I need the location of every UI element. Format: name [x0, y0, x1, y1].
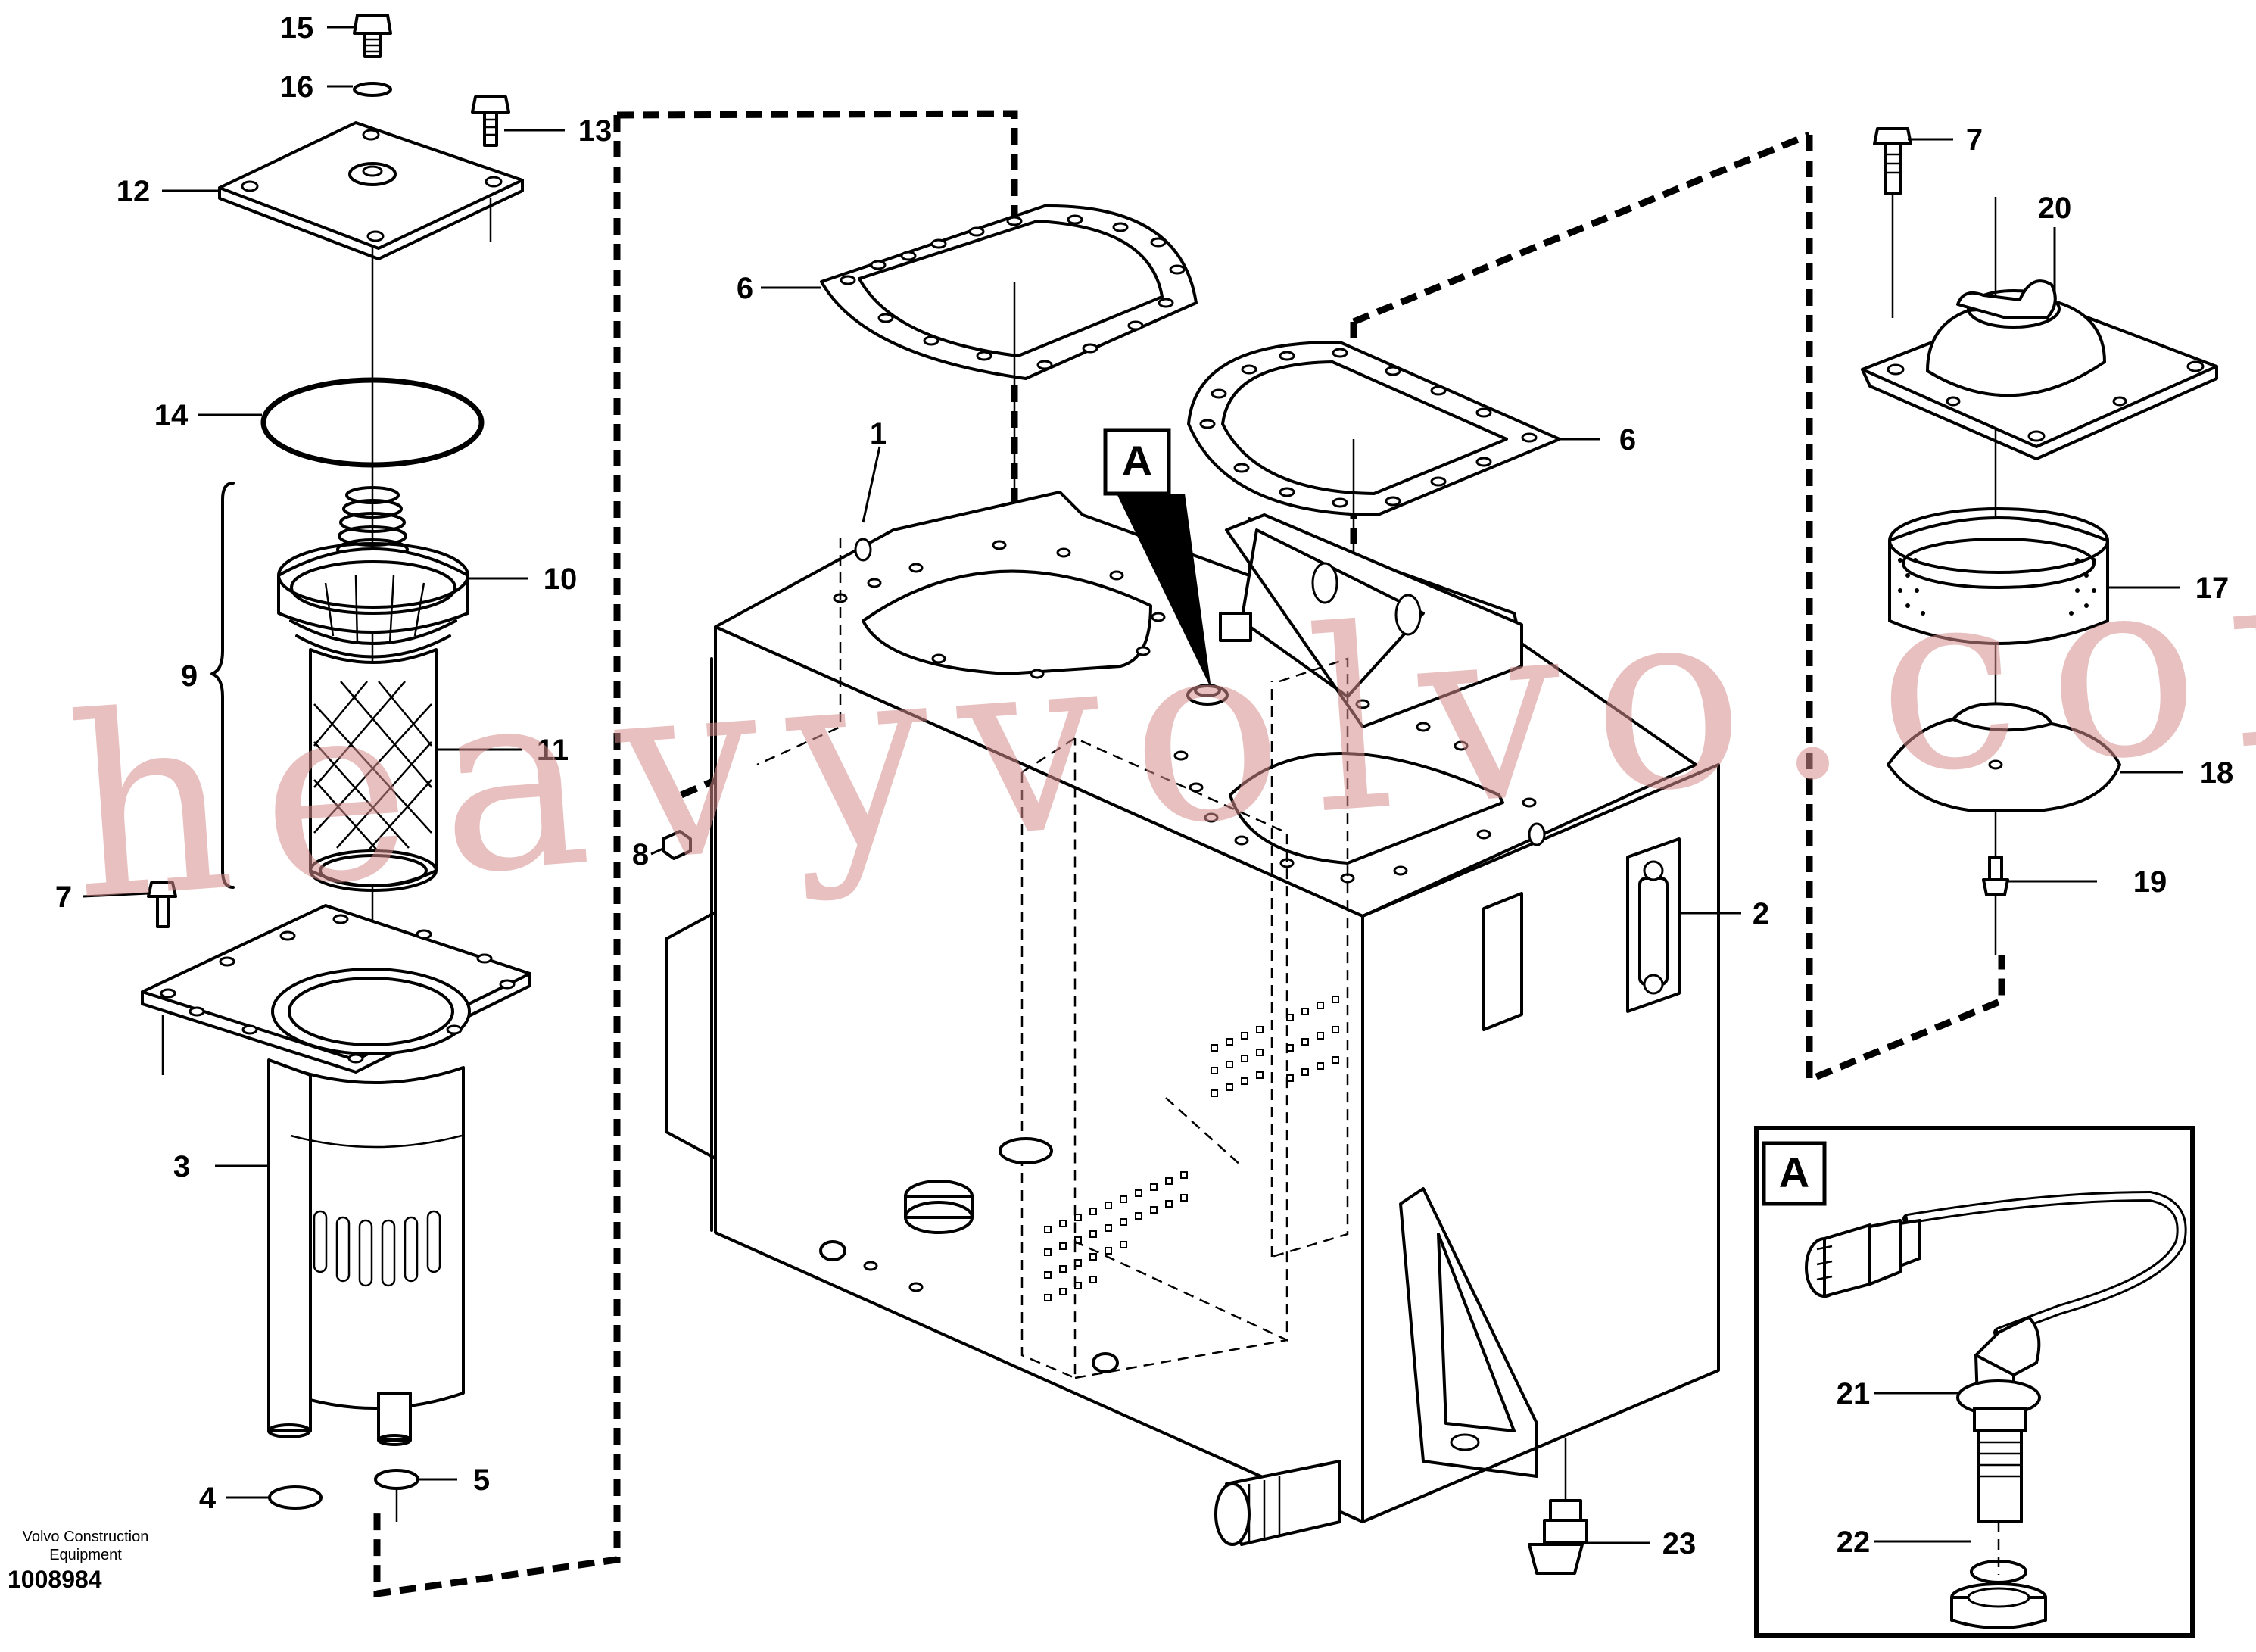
label-19: 19: [2133, 865, 2167, 899]
label-12: 12: [117, 175, 151, 208]
cover-plate-12: [218, 121, 524, 260]
nut-8: [662, 830, 692, 860]
spring-holder-10: [277, 486, 469, 659]
connector: [1805, 1219, 1921, 1298]
label-9: 9: [181, 659, 198, 693]
company-name: Volvo Construction Equipment: [6, 1528, 165, 1564]
washer-16: [353, 82, 392, 97]
gasket-6-top: [820, 204, 1198, 380]
label-13: 13: [578, 114, 612, 148]
bracket-9: [210, 482, 235, 889]
company-line-1: Volvo Construction: [22, 1529, 149, 1545]
outlet-pipe: [1214, 1460, 1341, 1546]
bolt-15: [353, 14, 392, 58]
gasket-6-right: [1187, 340, 1561, 516]
adapter-fitting: [1950, 1582, 2047, 1629]
o-ring-5: [374, 1469, 419, 1490]
detail-box-label: A: [1779, 1149, 1809, 1196]
label-20: 20: [2038, 192, 2072, 225]
label-15: 15: [280, 11, 314, 45]
label-17: 17: [2195, 572, 2230, 605]
label-10: 10: [544, 563, 578, 596]
detail-box-a: A: [1754, 1126, 2195, 1638]
bolt-13: [471, 95, 510, 242]
filter-assembly: [141, 14, 531, 1522]
breather-assembly: [1861, 127, 2218, 955]
callout-a-label: A: [1122, 437, 1152, 485]
label-14: 14: [154, 399, 189, 432]
label-23: 23: [1662, 1527, 1697, 1560]
o-ring-14: [260, 377, 485, 468]
sensor-21: [1956, 1316, 2041, 1575]
baffle-perforations: [1044, 996, 1339, 1301]
label-11: 11: [537, 734, 569, 767]
label-7-right: 7: [1966, 123, 1983, 157]
label-4: 4: [199, 1482, 217, 1515]
label-16: 16: [280, 70, 314, 104]
callout-a: A: [1103, 428, 1211, 689]
flange-plate: [141, 904, 531, 1074]
o-ring-4: [268, 1485, 323, 1510]
company-line-2: Equipment: [49, 1547, 122, 1563]
label-7-left: 7: [55, 881, 72, 914]
label-3: 3: [173, 1150, 190, 1183]
cone-18: [1887, 702, 2121, 812]
label-18: 18: [2200, 756, 2234, 790]
sender-23: [1528, 1438, 1588, 1575]
strainer-tube-3: [267, 1058, 465, 1446]
label-1: 1: [870, 417, 887, 450]
hydraulic-tank: [662, 204, 1720, 1575]
filter-cartridge-11: [309, 648, 438, 892]
label-8: 8: [632, 838, 649, 871]
bolt-7-right: [1873, 127, 1912, 318]
drawing-number: 1008984: [8, 1566, 102, 1593]
part-labels: 15 16 13 12 14 10 9 11 7 3 4 5 6 1 6 8 2…: [55, 11, 2233, 1560]
label-21: 21: [1837, 1377, 1871, 1410]
leader-lines: [83, 26, 2183, 1544]
screw-19: [1982, 856, 2009, 896]
breather-cover-20: [1861, 279, 2218, 460]
perforated-ring-17: [1888, 507, 2109, 645]
label-6-top: 6: [737, 272, 753, 305]
label-5: 5: [473, 1463, 490, 1497]
label-22: 22: [1837, 1526, 1871, 1559]
label-2: 2: [1753, 897, 1769, 930]
bolt-7-left: [147, 881, 177, 1075]
sight-glass-2: [1626, 837, 1681, 1013]
label-6-right: 6: [1619, 423, 1636, 457]
